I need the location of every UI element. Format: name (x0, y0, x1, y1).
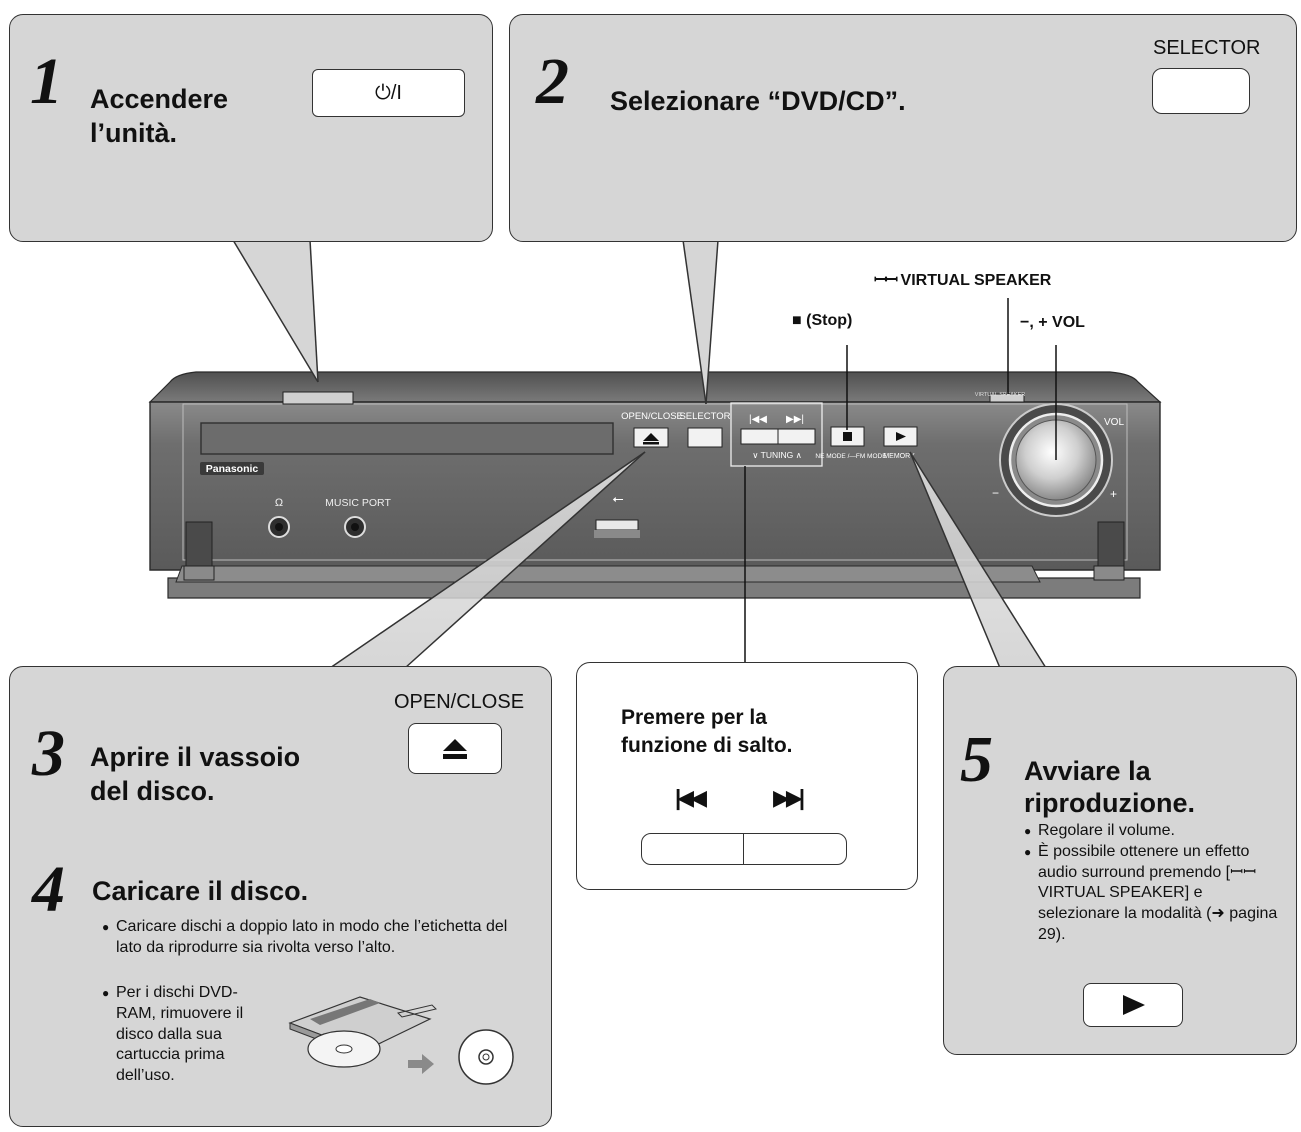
step2-title: Selezionare “DVD/CD”. (610, 86, 906, 116)
play-button[interactable] (1083, 983, 1183, 1027)
device-selector-label: SELECTOR (679, 411, 730, 422)
step3-title-line1: Aprire il vassoio (90, 742, 301, 772)
device-tuning-label: TUNING (761, 450, 794, 460)
open-close-button[interactable] (408, 723, 502, 774)
step3-title-line2: del disco. (90, 776, 215, 806)
open-close-caption: OPEN/CLOSE (394, 691, 525, 713)
skip-back-icon: |◀◀ (675, 785, 707, 810)
vol-callout: −, + VOL (1020, 314, 1085, 331)
step3-number: 3 (32, 717, 65, 790)
step2-panel: 2 Selezionare “DVD/CD”. SELECTOR (509, 14, 1297, 242)
step4-bullet-1: Caricare dischi a doppio lato in modo ch… (102, 917, 522, 959)
step1-panel: 1 Accendere l’unità. ⏻/I (9, 14, 493, 242)
memory-label: MEMORY (883, 453, 915, 460)
step5-bullet-2: È possibile ottenere un effetto audio su… (1024, 842, 1284, 946)
stop-callout: ■ (Stop) (792, 312, 853, 329)
step5-title-line2: riproduzione. (1024, 788, 1195, 818)
music-port-label: MUSIC PORT (325, 497, 391, 509)
step5-bullets: Regolare il volume. È possibile ottenere… (1024, 821, 1284, 946)
svg-text:⭠: ⭠ (612, 490, 623, 506)
eject-icon (443, 738, 467, 759)
headphone-label: Ω (275, 497, 283, 509)
fm-mode-label: NE MODE /—FM MODE (815, 453, 887, 460)
virtual-speaker-text: VIRTUAL SPEAKER (900, 272, 1052, 289)
step2-number: 2 (536, 45, 569, 118)
device-minus-label: − (992, 486, 999, 500)
device-virtual-speaker-label: VIRTUAL SPEAKER (975, 392, 1025, 398)
svg-text:∨ TUNING ∧: ∨ TUNING ∧ (752, 450, 802, 460)
selector-caption: SELECTOR (1153, 37, 1261, 59)
skip-panel: Premere per la funzione di salto. |◀◀ ▶▶… (576, 662, 918, 890)
step4-bullets-2: Per i dischi DVD-RAM, rimuovere il disco… (102, 983, 274, 1087)
disc-cartridge-illustration (288, 996, 514, 1085)
step1-title-line1: Accendere (90, 84, 229, 114)
step4-title: Caricare il disco. (92, 876, 309, 906)
power-icon: ⏻/I (375, 81, 402, 104)
skip-back-button[interactable] (641, 833, 745, 865)
step5-panel: 5 Avviare la riproduzione. Regolare il v… (943, 666, 1297, 1055)
device-brand: Panasonic (206, 463, 259, 475)
step4-number: 4 (32, 853, 65, 926)
step5-number: 5 (960, 723, 993, 796)
play-icon (1123, 995, 1145, 1015)
step4-bullets: Caricare dischi a doppio lato in modo ch… (102, 917, 522, 959)
device-plus-label: + (1110, 487, 1117, 501)
selector-button[interactable] (1152, 68, 1250, 114)
step5-bullet-1: Regolare il volume. (1024, 821, 1284, 842)
power-button[interactable]: ⏻/I (312, 69, 465, 117)
svg-text:▶▶|: ▶▶| (786, 414, 804, 425)
step1-number: 1 (30, 45, 63, 118)
skip-forward-button[interactable] (743, 833, 847, 865)
step5-title-line1: Avviare la (1024, 756, 1151, 786)
device-vol-label: VOL (1104, 417, 1124, 428)
step4-bullet-2: Per i dischi DVD-RAM, rimuovere il disco… (102, 983, 274, 1087)
device-open-close-label: OPEN/CLOSE (621, 411, 683, 422)
step3-4-panel: 3 Aprire il vassoio del disco. OPEN/CLOS… (9, 666, 552, 1127)
svg-text:|◀◀: |◀◀ (749, 414, 767, 425)
skip-title-line2: funzione di salto. (621, 734, 793, 757)
skip-title-line1: Premere per la (621, 706, 767, 729)
virtual-speaker-icon: ꟷꟷ (874, 272, 898, 289)
step1-title-line2: l’unità. (90, 118, 177, 148)
skip-forward-icon: ▶▶| (773, 785, 805, 810)
virtual-speaker-callout: ꟷꟷ VIRTUAL SPEAKER (874, 268, 1051, 290)
